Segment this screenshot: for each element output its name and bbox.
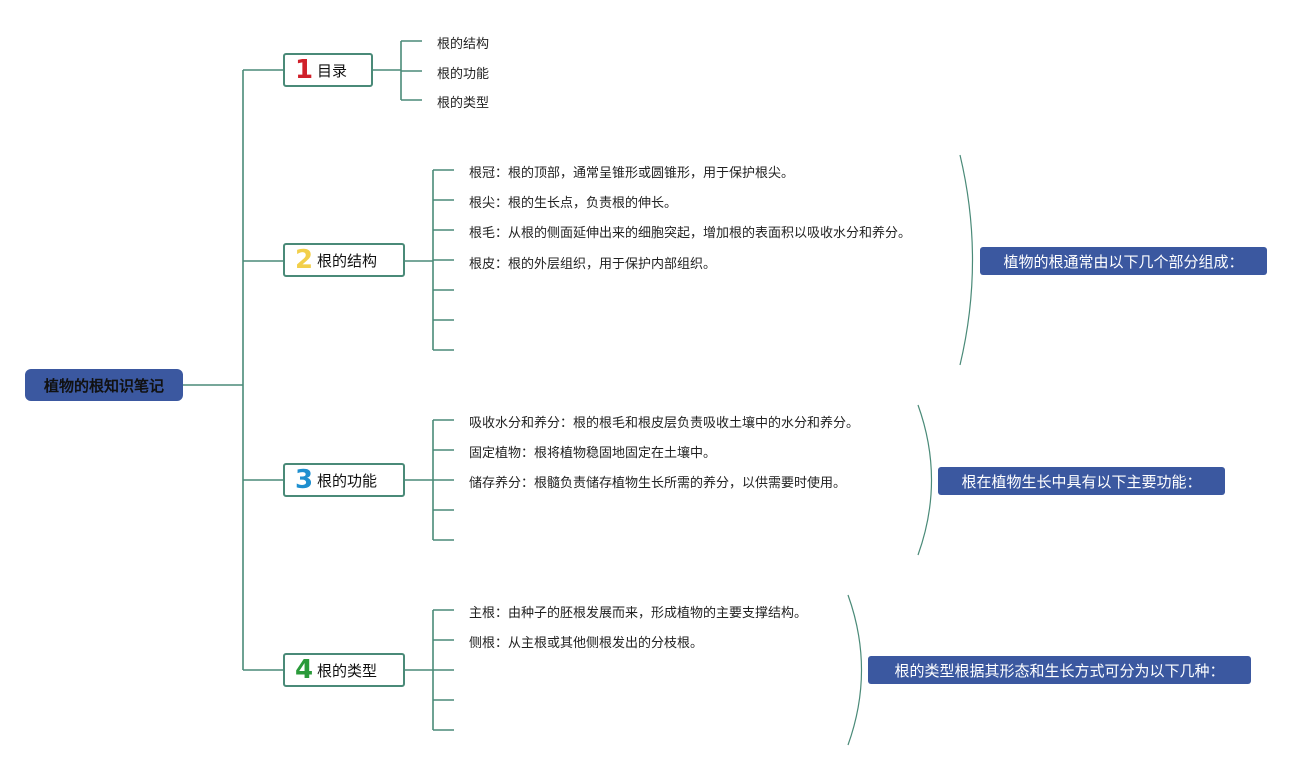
leaf-store[interactable]: 储存养分：根髓负责储存植物生长所需的养分，以供需要时使用。 (469, 476, 847, 491)
summary-bracket-structure (959, 154, 974, 366)
summary-bracket-function (917, 404, 933, 556)
branch-label: 根的功能 (317, 471, 378, 490)
leaf-root-hair[interactable]: 根毛：从根的侧面延伸出来的细胞突起，增加根的表面积以吸收水分和养分。 (469, 226, 912, 241)
branch-node-types[interactable]: 4 根的类型 (283, 653, 405, 687)
leaf-anchor[interactable]: 固定植物：根将植物稳固地固定在土壤中。 (469, 446, 717, 461)
leaf-lateral-root[interactable]: 侧根：从主根或其他侧根发出的分枝根。 (469, 636, 704, 651)
leaf-contents-function[interactable]: 根的功能 (437, 67, 490, 82)
root-node[interactable]: 植物的根知识笔记 (25, 369, 183, 401)
leaf-contents-structure[interactable]: 根的结构 (437, 37, 490, 52)
summary-node-structure[interactable]: 植物的根通常由以下几个部分组成： (980, 247, 1267, 275)
branch-node-function[interactable]: 3 根的功能 (283, 463, 405, 497)
branch-label: 根的类型 (317, 661, 378, 680)
summary-bracket-types (847, 594, 863, 746)
number-badge-2: 2 (295, 245, 314, 275)
number-badge-1: 1 (295, 55, 314, 85)
branch-node-contents[interactable]: 1 目录 (283, 53, 373, 87)
leaf-root-cap[interactable]: 根冠：根的顶部，通常呈锥形或圆锥形，用于保护根尖。 (469, 166, 795, 181)
number-badge-4: 4 (295, 655, 314, 685)
summary-node-function[interactable]: 根在植物生长中具有以下主要功能： (938, 467, 1225, 495)
summary-node-types[interactable]: 根的类型根据其形态和生长方式可分为以下几种： (868, 656, 1251, 684)
number-badge-3: 3 (295, 465, 314, 495)
leaf-root-epidermis[interactable]: 根皮：根的外层组织，用于保护内部组织。 (469, 257, 717, 272)
leaf-root-tip[interactable]: 根尖：根的生长点，负责根的伸长。 (469, 196, 678, 211)
branch-label: 根的结构 (317, 251, 378, 270)
branch-node-structure[interactable]: 2 根的结构 (283, 243, 405, 277)
branch-label: 目录 (317, 61, 348, 80)
leaf-contents-types[interactable]: 根的类型 (437, 96, 490, 111)
leaf-taproot[interactable]: 主根：由种子的胚根发展而来，形成植物的主要支撑结构。 (469, 606, 808, 621)
leaf-absorb[interactable]: 吸收水分和养分：根的根毛和根皮层负责吸收土壤中的水分和养分。 (469, 416, 860, 431)
